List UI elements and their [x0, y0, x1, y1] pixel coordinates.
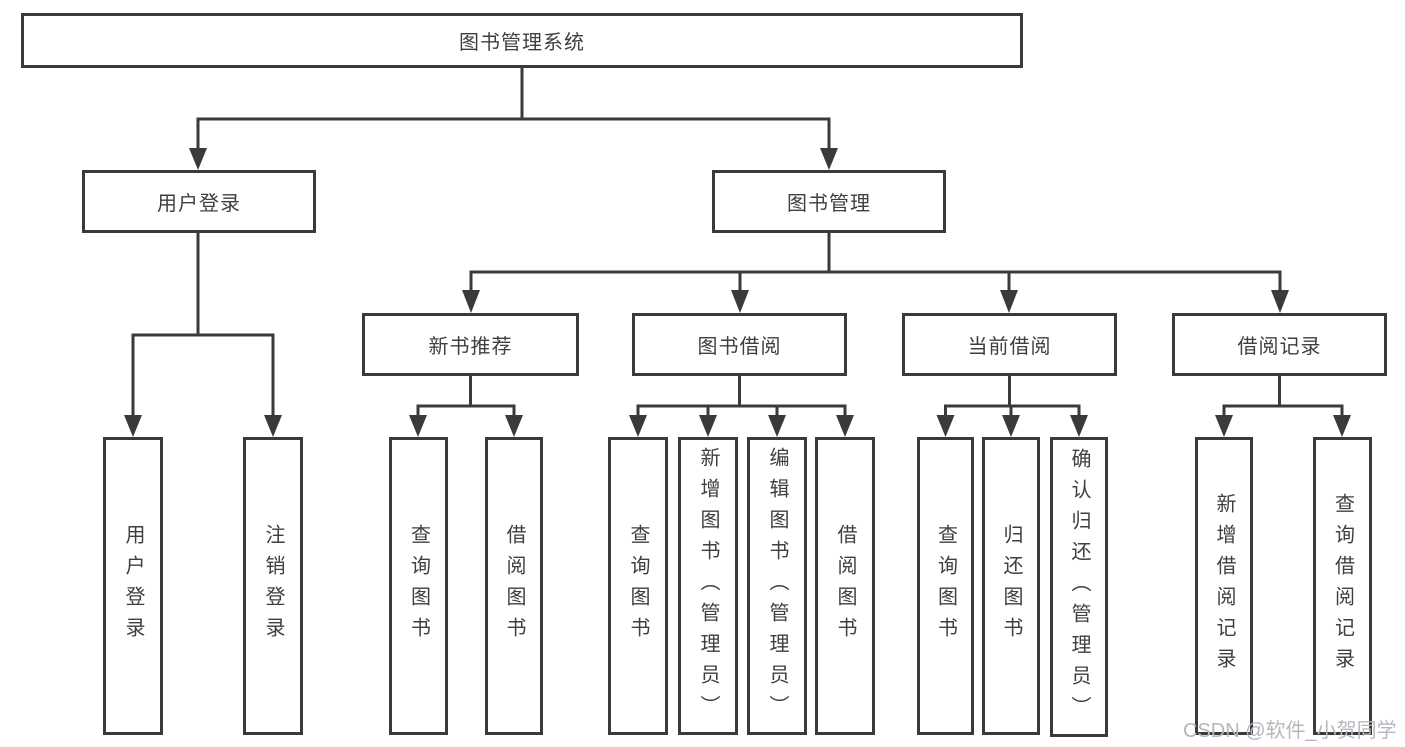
- node-new-book-recommendation: 新书推荐: [362, 313, 579, 376]
- leaf-bb-borrow-books: 借阅图书: [815, 437, 875, 735]
- node-user-login: 用户登录: [82, 170, 316, 233]
- node-book-management-label: 图书管理: [787, 193, 871, 215]
- node-root-label: 图书管理系统: [459, 32, 585, 54]
- leaf-cb-return-books: 归还图书: [982, 437, 1040, 735]
- node-borrowing-records: 借阅记录: [1172, 313, 1387, 376]
- leaf-cb-return-books-label: 归还图书: [1000, 524, 1022, 648]
- leaf-logout: 注销登录: [243, 437, 303, 735]
- leaf-cb-query-books-label: 查询图书: [934, 524, 957, 648]
- leaf-bb-borrow-books-label: 借阅图书: [834, 524, 856, 648]
- node-new-book-recommendation-label: 新书推荐: [428, 336, 513, 358]
- leaf-bb-query-books: 查询图书: [608, 437, 668, 735]
- node-root-library-system: 图书管理系统: [21, 13, 1023, 68]
- leaf-logout-label: 注销登录: [262, 524, 284, 648]
- leaf-user-login-label: 用户登录: [122, 524, 144, 648]
- leaf-cb-confirm-return-admin-label: 确认归还（管理员）: [1068, 447, 1090, 727]
- watermark: CSDN @软件_小贺同学: [1183, 720, 1397, 742]
- leaf-nbr-query-books: 查询图书: [389, 437, 448, 735]
- leaf-cb-query-books: 查询图书: [917, 437, 974, 735]
- node-user-login-label: 用户登录: [157, 193, 241, 215]
- leaf-nbr-borrow-books: 借阅图书: [485, 437, 543, 735]
- node-book-management: 图书管理: [712, 170, 946, 233]
- leaf-br-query-record: 查询借阅记录: [1313, 437, 1372, 735]
- node-book-borrowing: 图书借阅: [632, 313, 847, 376]
- leaf-br-add-record: 新增借阅记录: [1195, 437, 1253, 735]
- node-current-borrowing-label: 当前借阅: [967, 336, 1052, 358]
- node-current-borrowing: 当前借阅: [902, 313, 1117, 376]
- node-borrowing-records-label: 借阅记录: [1237, 336, 1322, 358]
- leaf-nbr-borrow-books-label: 借阅图书: [503, 524, 525, 648]
- leaf-bb-query-books-label: 查询图书: [627, 524, 649, 648]
- node-book-borrowing-label: 图书借阅: [697, 336, 782, 358]
- leaf-br-query-record-label: 查询借阅记录: [1331, 493, 1354, 679]
- leaf-cb-confirm-return-admin: 确认归还（管理员）: [1050, 437, 1108, 737]
- leaf-bb-edit-books-admin-label: 编辑图书（管理员）: [766, 446, 788, 726]
- leaf-nbr-query-books-label: 查询图书: [407, 524, 430, 648]
- leaf-bb-add-books-admin: 新增图书（管理员）: [678, 437, 738, 735]
- leaf-bb-edit-books-admin: 编辑图书（管理员）: [747, 437, 807, 735]
- leaf-user-login: 用户登录: [103, 437, 163, 735]
- leaf-br-add-record-label: 新增借阅记录: [1213, 493, 1235, 679]
- leaf-bb-add-books-admin-label: 新增图书（管理员）: [697, 446, 719, 726]
